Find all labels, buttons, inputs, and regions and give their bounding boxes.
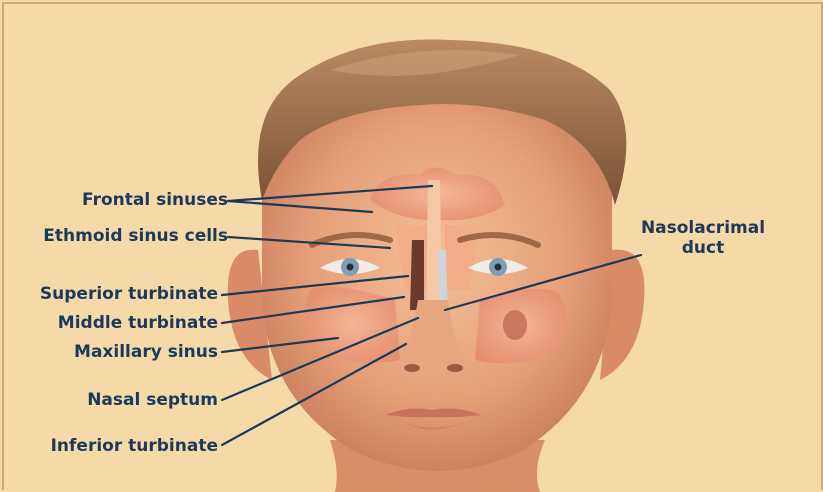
right-pupil: [495, 264, 502, 271]
label-nasolacrimal-duct-line2: duct: [628, 238, 778, 258]
label-ethmoid-sinus-cells: Ethmoid sinus cells: [14, 226, 228, 246]
label-nasal-septum: Nasal septum: [10, 390, 218, 410]
left-nostril: [404, 364, 420, 372]
maxillary-dark-spot: [503, 310, 527, 340]
right-nostril: [447, 364, 463, 372]
label-maxillary-sinus: Maxillary sinus: [10, 342, 218, 362]
label-superior-turbinate: Superior turbinate: [10, 284, 218, 304]
label-nasolacrimal-duct-line1: Nasolacrimal: [628, 218, 778, 238]
nasal-cavity-dark: [410, 240, 424, 310]
label-nasolacrimal-duct: Nasolacrimal duct: [628, 218, 778, 258]
label-frontal-sinuses: Frontal sinuses: [50, 190, 228, 210]
label-inferior-turbinate: Inferior turbinate: [10, 436, 218, 456]
left-pupil: [347, 264, 354, 271]
label-middle-turbinate: Middle turbinate: [10, 313, 218, 333]
